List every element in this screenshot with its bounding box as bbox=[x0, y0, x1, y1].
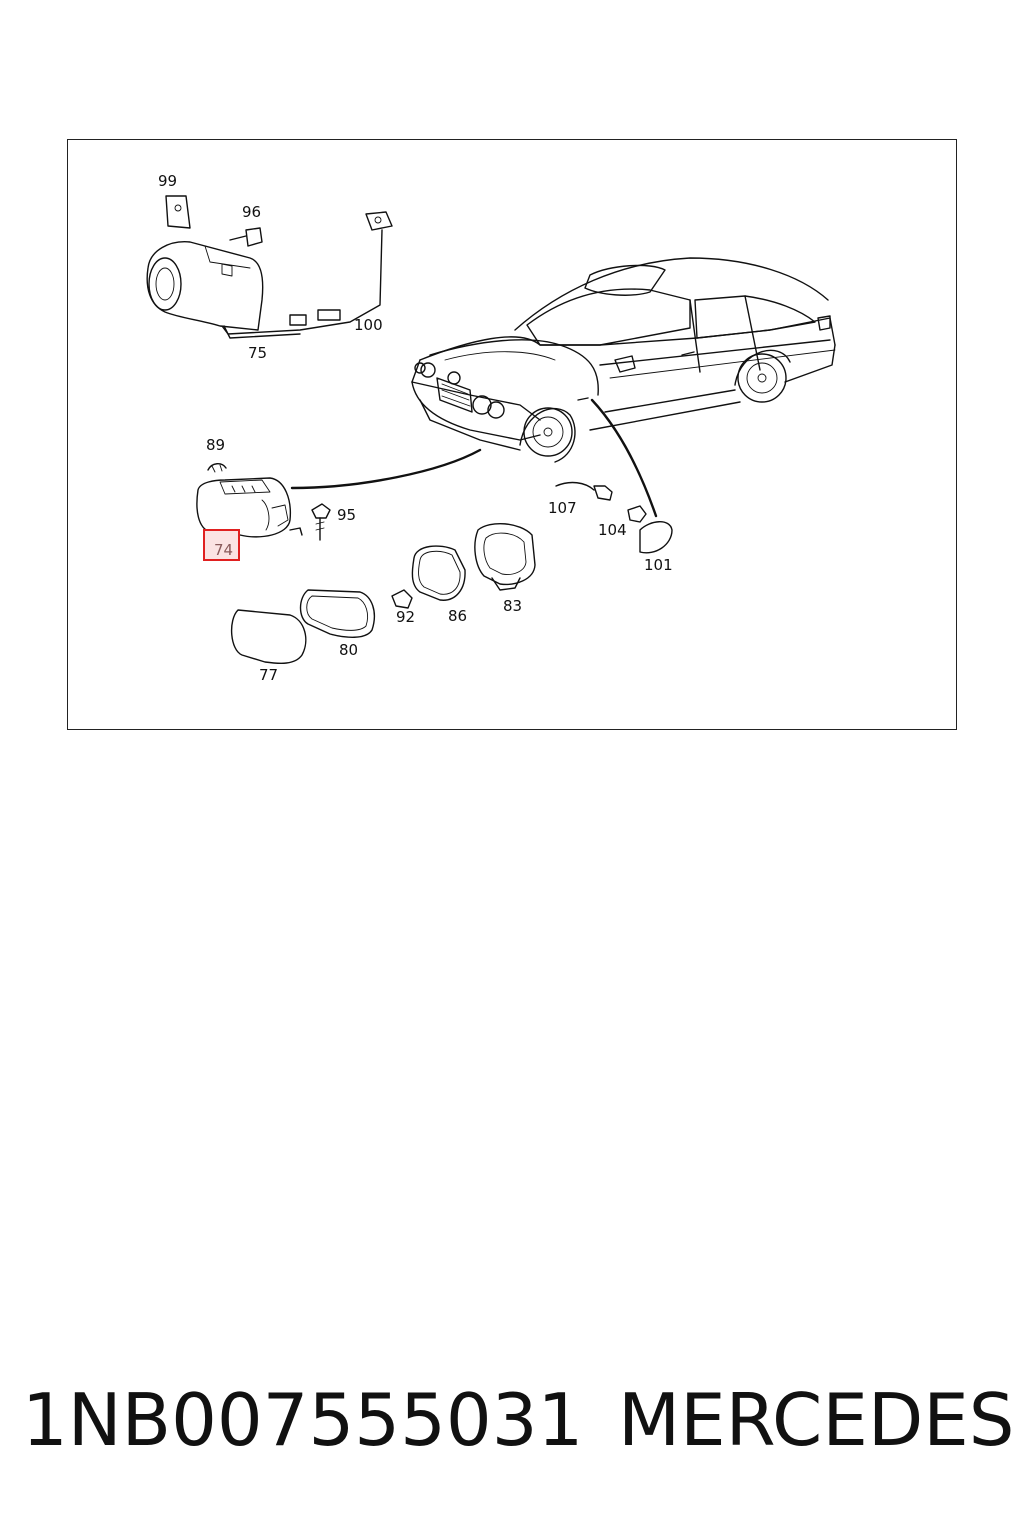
callout-101: 101 bbox=[644, 556, 673, 574]
part-number: 1NB007555031 bbox=[22, 1378, 584, 1462]
callout-83: 83 bbox=[503, 597, 522, 615]
callout-74: 74 bbox=[214, 541, 233, 559]
callout-95: 95 bbox=[337, 506, 356, 524]
fog-lamp-assembly-top bbox=[146, 195, 393, 339]
callout-77: 77 bbox=[259, 666, 278, 684]
parts-diagram: 99 96 100 75 89 95 107 104 101 92 86 83 … bbox=[146, 172, 836, 684]
leader-line-74 bbox=[290, 448, 482, 490]
callout-107: 107 bbox=[548, 499, 577, 517]
side-marker-assembly bbox=[555, 398, 673, 554]
callout-89: 89 bbox=[206, 436, 225, 454]
fog-lamp-74 bbox=[196, 463, 331, 541]
callout-86: 86 bbox=[448, 607, 467, 625]
callout-75: 75 bbox=[248, 344, 267, 362]
callout-104: 104 bbox=[598, 521, 627, 539]
brand-name: MERCEDES bbox=[618, 1378, 1015, 1462]
callout-80: 80 bbox=[339, 641, 358, 659]
callout-92: 92 bbox=[396, 608, 415, 626]
callout-labels: 99 96 100 75 89 95 107 104 101 92 86 83 … bbox=[158, 172, 673, 684]
highlight-box-74 bbox=[203, 529, 240, 561]
lens-parts bbox=[231, 523, 536, 665]
parts-diagram-frame bbox=[67, 139, 957, 730]
callout-99: 99 bbox=[158, 172, 177, 190]
callout-96: 96 bbox=[242, 203, 261, 221]
car-illustration bbox=[411, 257, 836, 463]
callout-100: 100 bbox=[354, 316, 383, 334]
